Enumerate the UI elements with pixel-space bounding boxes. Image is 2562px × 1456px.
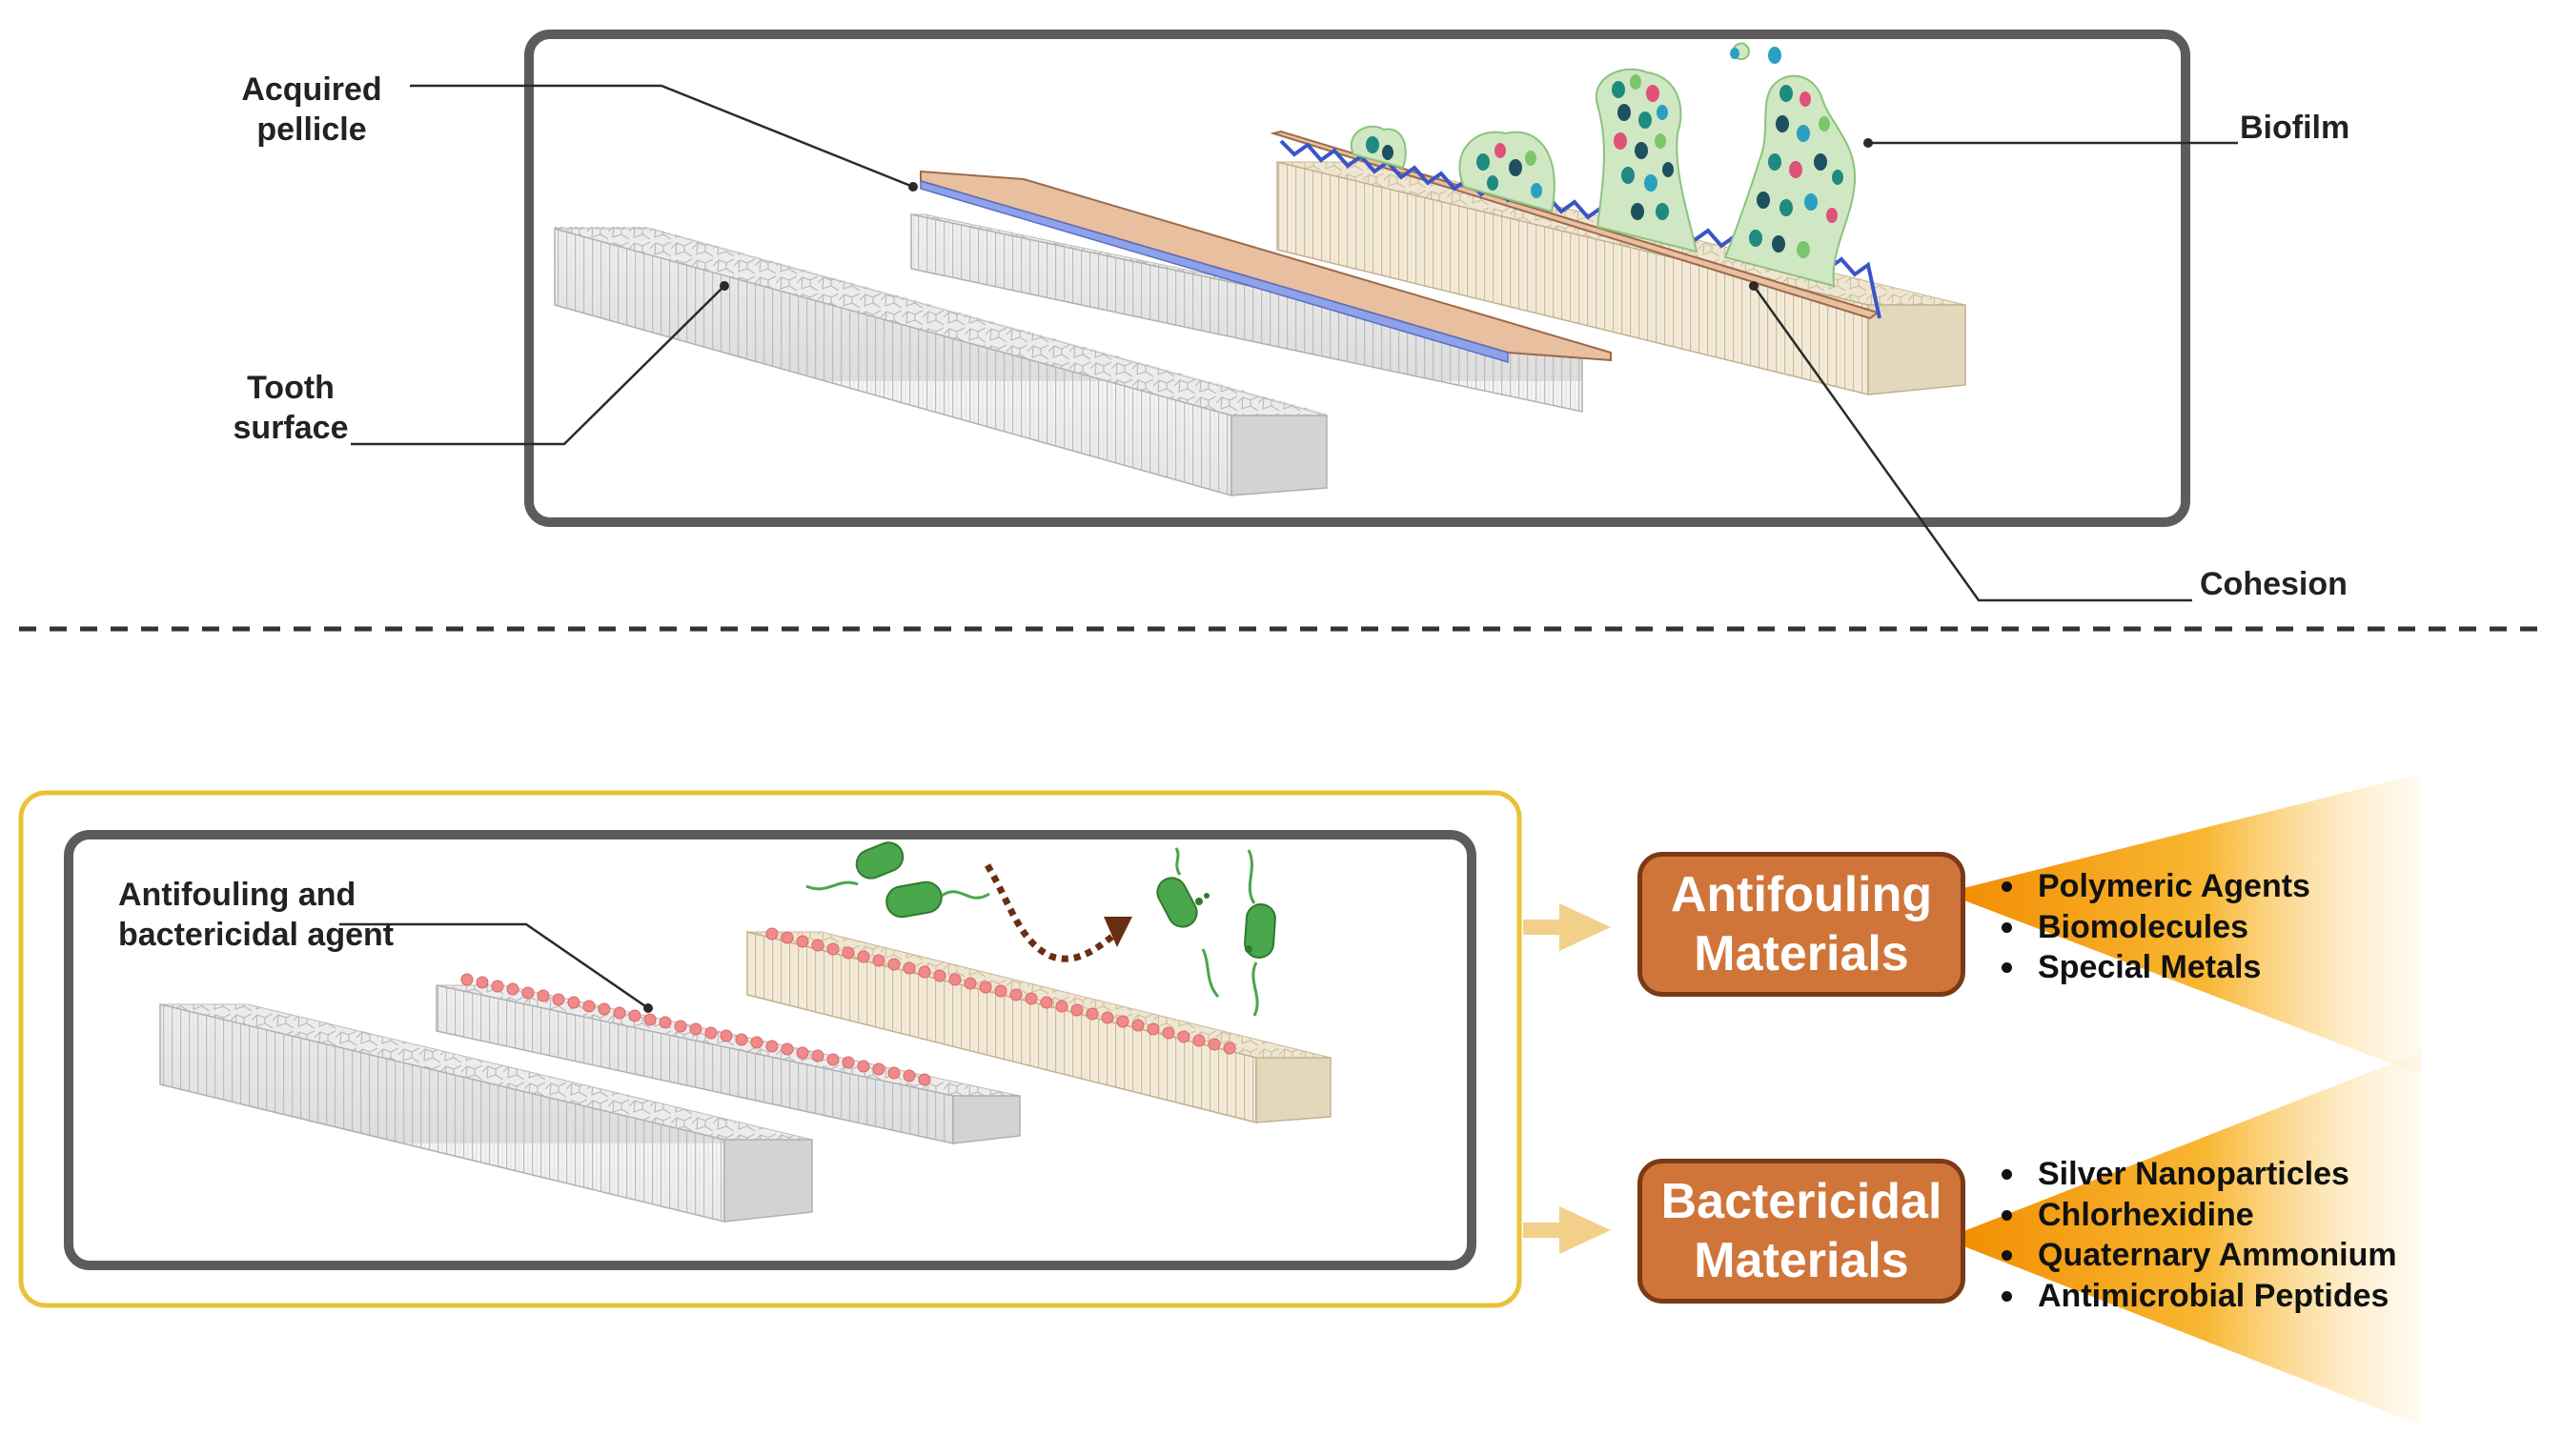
antifouling-materials-box: Antifouling Materials <box>1637 852 1965 997</box>
arrows-to-materials <box>1523 903 1611 1254</box>
top-leader-lines <box>351 84 2238 602</box>
agent-leader-dot <box>643 1003 653 1013</box>
antifouling-bactericidal-agent-label: Antifouling and bactericidal agent <box>118 877 395 953</box>
bactericidal-fan <box>1944 1052 2421 1426</box>
transition-arrow <box>984 863 1132 962</box>
list-item: Biomolecules <box>1988 907 2310 948</box>
tooth-block-1 <box>554 227 1328 496</box>
acquired-pellicle-layer <box>920 170 1612 364</box>
acquired-pellicle-label: Acquired pellicle <box>241 71 382 148</box>
antifouling-items-list: Polymeric Agents Biomolecules Special Me… <box>1988 866 2310 988</box>
leader-dots <box>720 138 1873 291</box>
bottom-tooth-block-1 <box>159 1003 813 1223</box>
outer-frame <box>18 790 1522 1308</box>
bottom-panel-frame <box>64 830 1476 1270</box>
biofilm-label: Biofilm <box>2240 110 2350 146</box>
agent-leader-line <box>339 922 649 1010</box>
bactericidal-materials-box: Bactericidal Materials <box>1637 1159 1965 1304</box>
list-item: Special Metals <box>1988 947 2310 988</box>
list-item: Quaternary Ammonium <box>1988 1235 2397 1276</box>
bacteria <box>805 841 1276 1017</box>
agent-dots-right <box>765 927 1236 1055</box>
biofilm-colonies <box>1350 42 1857 288</box>
list-item: Antimicrobial Peptides <box>1988 1276 2397 1317</box>
list-item: Chlorhexidine <box>1988 1195 2397 1236</box>
agent-dots-left <box>460 973 931 1086</box>
list-item: Silver Nanoparticles <box>1988 1154 2397 1195</box>
tooth-surface-label: Tooth surface <box>233 370 349 446</box>
antifouling-fan <box>1944 774 2421 1075</box>
cohesion-label: Cohesion <box>2200 566 2348 602</box>
top-panel-frame <box>524 30 2190 527</box>
list-item: Polymeric Agents <box>1988 866 2310 907</box>
bactericidal-items-list: Silver Nanoparticles Chlorhexidine Quate… <box>1988 1154 2397 1316</box>
